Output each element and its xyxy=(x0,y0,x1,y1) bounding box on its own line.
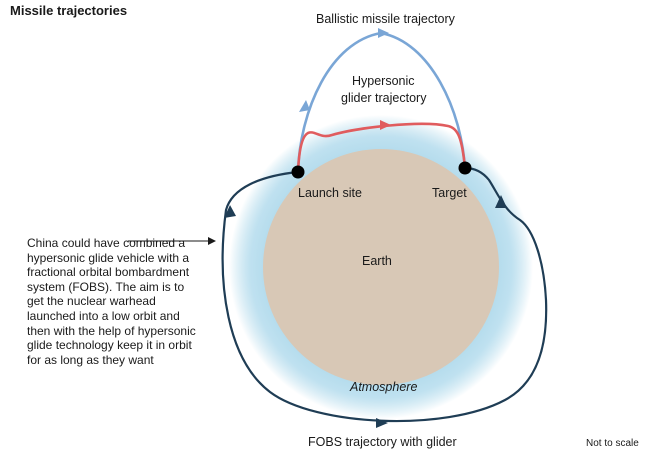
target-label: Target xyxy=(432,186,467,200)
hypersonic-label-line2: glider trajectory xyxy=(341,91,427,105)
ballistic-trajectory-label: Ballistic missile trajectory xyxy=(316,12,455,26)
target-marker xyxy=(458,161,472,175)
atmosphere-label: Atmosphere xyxy=(350,380,418,394)
fobs-arrow-left xyxy=(224,205,236,218)
not-to-scale-note: Not to scale xyxy=(586,438,639,449)
hypersonic-label-line1: Hypersonic xyxy=(352,74,415,88)
diagram-title: Missile trajectories xyxy=(10,3,128,18)
launch-site-label: Launch site xyxy=(298,186,362,200)
earth-circle xyxy=(263,149,499,385)
hypersonic-trajectory-path xyxy=(296,122,467,173)
fobs-annotation-text: China could have combined a hypersonic g… xyxy=(27,236,196,367)
fobs-arrow-bottom xyxy=(376,418,388,428)
ballistic-arrow-left xyxy=(299,100,310,112)
earth-label: Earth xyxy=(362,254,392,268)
fobs-trajectory-label: FOBS trajectory with glider xyxy=(308,435,457,449)
hypersonic-arrow xyxy=(380,120,391,130)
annotation-leader-arrow xyxy=(208,237,216,245)
fobs-arrow-right xyxy=(495,195,507,208)
ballistic-arrow-top xyxy=(378,28,389,38)
launch-site-marker xyxy=(291,165,305,179)
